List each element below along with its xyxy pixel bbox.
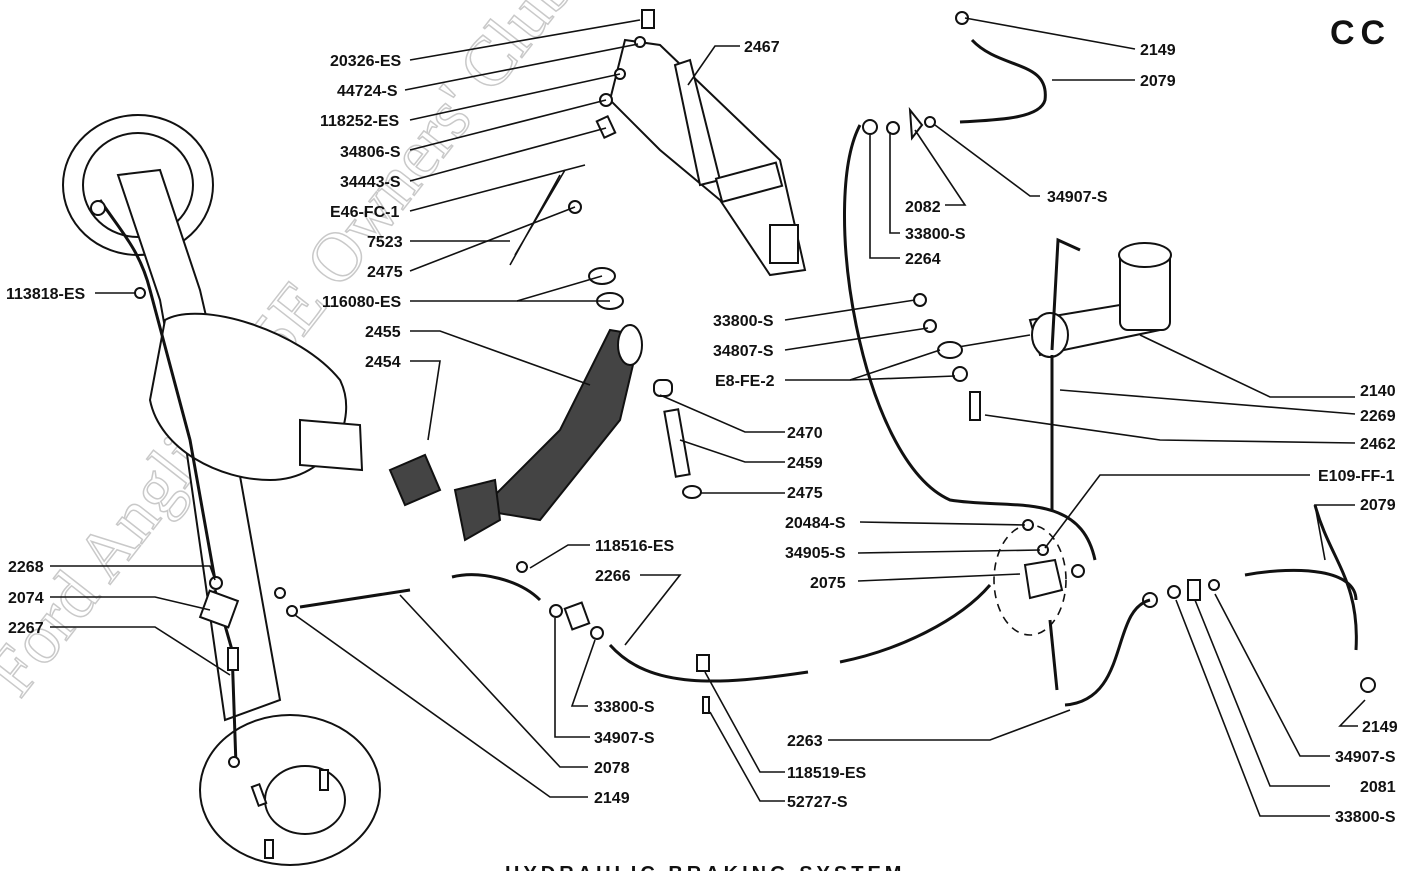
label-2264: 2264 — [905, 251, 941, 268]
label-2263: 2263 — [787, 733, 823, 750]
label-2081: 2081 — [1360, 779, 1396, 796]
label-2267: 2267 — [8, 620, 44, 637]
label-2149-bottom: 2149 — [594, 790, 630, 807]
label-33800-S-right: 33800-S — [1335, 809, 1396, 826]
label-34807-S: 34807-S — [713, 343, 774, 360]
label-34907-S-right: 34907-S — [1335, 749, 1396, 766]
label-2268: 2268 — [8, 559, 44, 576]
junction-and-lines — [90, 200, 1151, 768]
label-118519-ES: 118519-ES — [787, 765, 867, 782]
label-2140: 2140 — [1360, 383, 1396, 400]
label-2082: 2082 — [905, 199, 941, 216]
label-52727-S: 52727-S — [787, 794, 848, 811]
label-118252-ES: 118252-ES — [320, 113, 400, 130]
front-flex-hoses — [843, 11, 1376, 693]
label-34443-S: 34443-S — [340, 174, 401, 191]
label-2078: 2078 — [594, 760, 630, 777]
label-34806-S: 34806-S — [340, 144, 401, 161]
label-113818-ES: 113818-ES — [6, 286, 86, 303]
label-2149-right: 2149 — [1362, 719, 1398, 736]
label-2459: 2459 — [787, 455, 823, 472]
label-34905-S: 34905-S — [785, 545, 846, 562]
label-E8-FE-2: E8-FE-2 — [715, 373, 775, 390]
label-116080-ES: 116080-ES — [322, 294, 402, 311]
label-E109-FF-1: E109-FF-1 — [1318, 468, 1395, 485]
brake-pedal — [388, 324, 643, 542]
label-2079-top: 2079 — [1140, 73, 1176, 90]
label-2467: 2467 — [744, 39, 780, 56]
label-2475-lower: 2475 — [787, 485, 823, 502]
label-2149-top: 2149 — [1140, 42, 1176, 59]
label-33800-S-upper: 33800-S — [905, 226, 966, 243]
label-7523: 7523 — [367, 234, 403, 251]
diagram-title: HYDRAULIC BRAKING SYSTEM — [505, 863, 905, 871]
label-2470: 2470 — [787, 425, 823, 442]
label-2074: 2074 — [8, 590, 44, 607]
label-2455: 2455 — [365, 324, 401, 341]
label-34907-S-lower: 34907-S — [594, 730, 655, 747]
label-2269: 2269 — [1360, 408, 1396, 425]
master-cylinder — [913, 237, 1172, 510]
rear-axle-assembly — [62, 114, 381, 866]
label-118516-ES: 118516-ES — [595, 538, 675, 555]
label-33800-S-lower: 33800-S — [594, 699, 655, 716]
label-34907-S-top: 34907-S — [1047, 189, 1108, 206]
label-33800-S-mid: 33800-S — [713, 313, 774, 330]
pedal-bracket — [608, 38, 807, 277]
label-2454: 2454 — [365, 354, 401, 371]
label-44724-S: 44724-S — [337, 83, 398, 100]
label-2075: 2075 — [810, 575, 846, 592]
label-E46-FC-1: E46-FC-1 — [330, 204, 399, 221]
label-2266: 2266 — [595, 568, 631, 585]
label-20484-S: 20484-S — [785, 515, 846, 532]
label-2475-upper: 2475 — [367, 264, 403, 281]
leader-lines — [50, 17, 1366, 817]
label-2462: 2462 — [1360, 436, 1396, 453]
part-labels: 20326-ES 44724-S 118252-ES 34806-S 34443… — [6, 39, 1398, 826]
page-code: CC — [1330, 14, 1391, 52]
label-20326-ES: 20326-ES — [330, 53, 401, 70]
label-2079-right: 2079 — [1360, 497, 1396, 514]
